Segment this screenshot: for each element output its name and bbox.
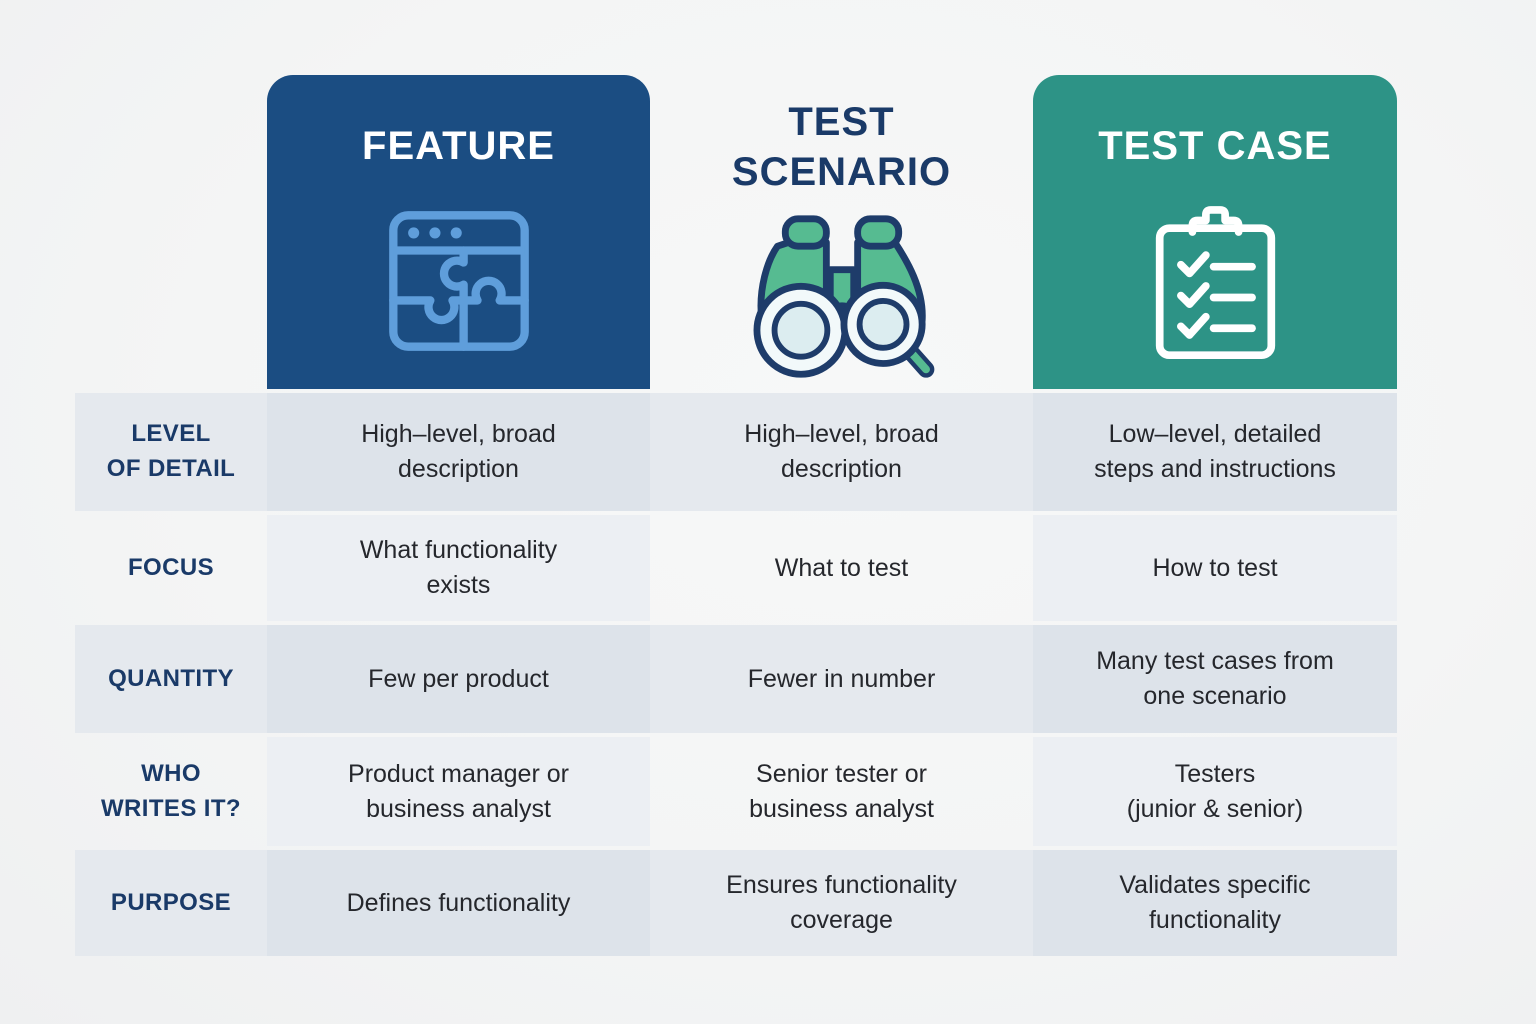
checklist-clipboard-icon [1155,206,1275,360]
test-scenario-header: TEST SCENARIO [650,75,1033,389]
row-label-level-of-detail: LEVEL OF DETAIL [75,393,267,511]
cell-feature-quantity: Few per product [267,625,650,733]
cell-case-who-writes-it: Testers (junior & senior) [1033,737,1397,846]
comparison-table: LEVEL OF DETAIL High–level, broad descri… [75,393,1397,956]
cell-case-purpose: Validates specific functionality [1033,850,1397,956]
cell-feature-focus: What functionality exists [267,515,650,621]
binoculars-icon [753,215,934,378]
row-label-who-writes-it: WHO WRITES IT? [101,759,241,822]
cell-feature-purpose: Defines functionality [267,850,650,956]
cell-scenario-quantity: Fewer in number [650,625,1033,733]
cell-feature-who-writes-it: Product manager or business analyst [267,737,650,846]
cell-scenario-purpose: Ensures functionality coverage [650,850,1033,956]
puzzle-window-icon [388,211,529,351]
row-label-focus: FOCUS [128,553,214,581]
row-label-quantity: QUANTITY [75,625,267,733]
cell-case-focus: How to test [1033,515,1397,621]
cell-scenario-who-writes-it: Senior tester or business analyst [749,759,934,823]
cell-case-quantity: Many test cases from one scenario [1033,625,1397,733]
feature-column-title: FEATURE [362,124,555,168]
cell-scenario-focus: What to test [774,553,909,582]
cell-scenario-level-of-detail: High–level, broad description [650,393,1033,511]
cell-feature-level-of-detail: High–level, broad description [267,393,650,511]
row-label-purpose: PURPOSE [75,850,267,956]
feature-header-card: FEATURE [267,75,650,389]
test-scenario-column-title: TEST SCENARIO [731,100,952,194]
test-case-header-card: TEST CASE [1033,75,1397,389]
test-case-column-title: TEST CASE [1098,124,1332,168]
cell-case-level-of-detail: Low–level, detailed steps and instructio… [1033,393,1397,511]
